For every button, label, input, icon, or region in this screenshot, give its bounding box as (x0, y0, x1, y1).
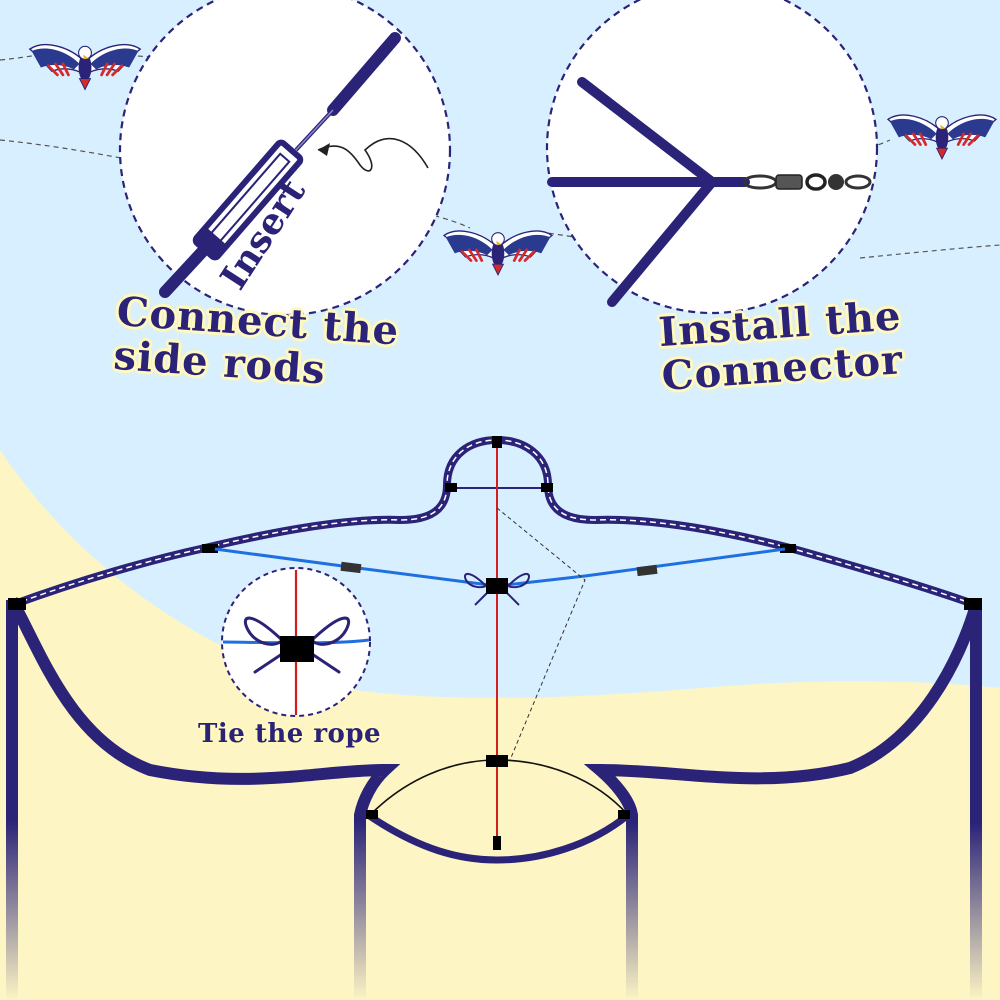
bow-knot-icon (243, 616, 351, 674)
insert-arrow-head (318, 143, 330, 156)
kite-frame (6, 435, 982, 1000)
right-wing-frame (583, 603, 982, 1000)
bridle-line-upper (577, 77, 717, 187)
insert-arrow (317, 137, 429, 172)
left-wing-frame (6, 597, 401, 1000)
bridle-line-lower (607, 177, 717, 307)
side-rod-upper (327, 32, 401, 116)
bow-knot-icon (464, 573, 530, 606)
inset-connect-side-rods (118, 0, 452, 317)
tail-edge (366, 812, 631, 864)
swivel-clip-icon (742, 173, 872, 191)
sand-background (0, 450, 1000, 1000)
caption-install-connector: Install the Connector (657, 292, 905, 400)
side-rod-lower (159, 246, 208, 298)
rod-sleeve-connector (192, 139, 304, 261)
inset-install-connector (545, 0, 879, 315)
caption-tie-rope: Tie the rope (198, 719, 382, 749)
caption-connect-side-rods: Connect the side rods (112, 287, 401, 394)
guide-line-dashed (496, 507, 586, 761)
inset-tie-rope (221, 567, 371, 717)
